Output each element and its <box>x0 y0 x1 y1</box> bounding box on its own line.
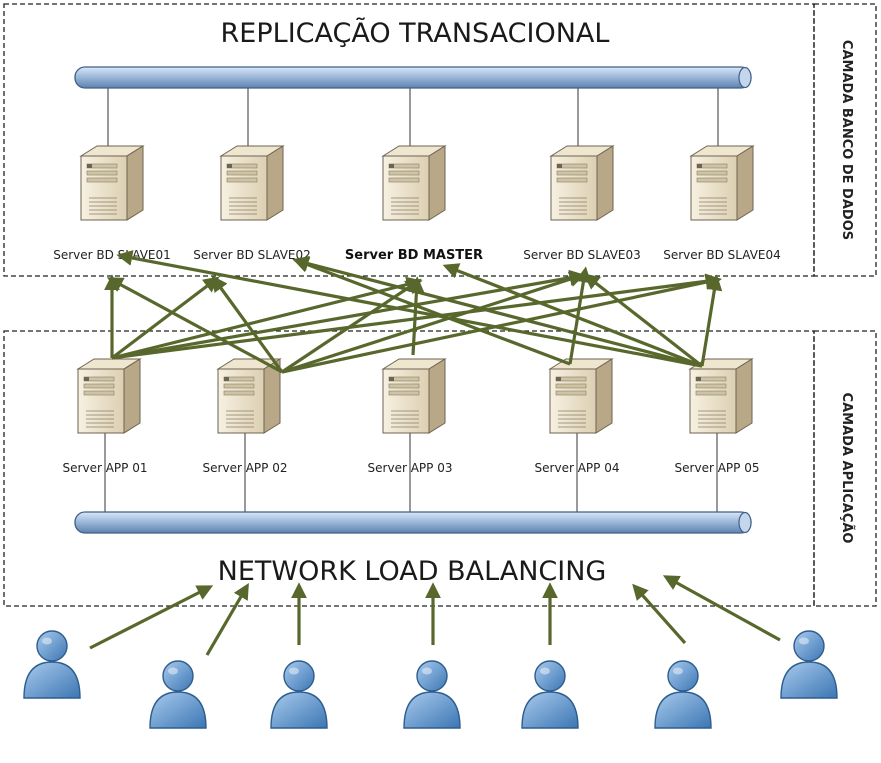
arrow-app05-to-slave01 <box>116 250 703 368</box>
db-layer-side-zone <box>813 3 877 277</box>
app-network-bus <box>74 511 752 534</box>
app-server-app02-label: Server APP 02 <box>203 461 288 475</box>
app-server-app04-icon <box>548 358 614 434</box>
user-request-arrow <box>662 575 781 642</box>
db-network-bus <box>74 66 752 89</box>
app-bus-connectors <box>104 419 718 512</box>
app-server-app03-icon <box>381 358 447 434</box>
arrow-app05-to-slave03 <box>583 273 703 368</box>
app-server-app01-label: Server APP 01 <box>63 461 148 475</box>
user-request-arrow <box>205 583 249 656</box>
user-icon <box>149 660 207 729</box>
arrow-app05-to-slave04 <box>700 274 723 367</box>
app-server-app04-label: Server APP 04 <box>535 461 620 475</box>
arrow-app05-to-slave02 <box>292 255 703 368</box>
db-server-slave02-icon <box>219 145 285 221</box>
app-server-app03-label: Server APP 03 <box>368 461 453 475</box>
db-server-slave04-label: Server BD SLAVE04 <box>663 248 781 262</box>
db-server-slave03-icon <box>549 145 615 221</box>
app-layer-title: NETWORK LOAD BALANCING <box>218 556 607 587</box>
arrow-app02-to-slave03 <box>281 271 586 374</box>
app-server-app02-icon <box>216 358 282 434</box>
arrow-app01-to-slave02 <box>111 276 220 360</box>
user-request-arrow <box>632 583 687 645</box>
arrow-app01-to-master <box>111 276 423 360</box>
db-layer-title: REPLICAÇÃO TRANSACIONAL <box>221 17 610 49</box>
db-server-slave01-label: Server BD SLAVE01 <box>53 248 171 262</box>
app-layer-side-label: CAMADA APLICAÇÃO <box>839 393 855 544</box>
user-icon <box>403 660 461 729</box>
arrow-app02-to-slave01 <box>106 277 283 374</box>
user-icon <box>270 660 328 729</box>
app-servers: Server APP 01 Server APP 02 Server APP 03 S… <box>63 358 760 475</box>
replication-arrows <box>104 250 723 374</box>
arrow-app02-to-slave02 <box>211 275 284 373</box>
db-server-master-icon <box>381 145 447 221</box>
db-layer-side-label: CAMADA BANCO DE DADOS <box>839 40 854 240</box>
user-icon <box>654 660 712 729</box>
user-icon <box>521 660 579 729</box>
app-server-app05-label: Server APP 05 <box>675 461 760 475</box>
db-server-slave03-label: Server BD SLAVE03 <box>523 248 641 262</box>
db-servers: Server BD SLAVE01 Server BD SLAVE02 Server… <box>53 145 781 263</box>
users <box>23 630 838 729</box>
app-layer-side-zone <box>813 330 877 607</box>
user-icon <box>23 630 81 699</box>
arrow-app03-to-master <box>408 276 425 356</box>
app-server-app05-icon <box>688 358 754 434</box>
db-server-slave04-icon <box>689 145 755 221</box>
db-bus-connectors <box>107 88 719 146</box>
user-request-arrows <box>89 575 781 656</box>
arrow-app04-to-slave02 <box>292 257 571 366</box>
user-icon <box>780 630 838 699</box>
db-server-master-label: Server BD MASTER <box>345 248 483 263</box>
app-server-app01-icon <box>76 358 142 434</box>
db-server-slave01-icon <box>79 145 145 221</box>
arrow-app05-to-master <box>442 263 703 368</box>
db-server-slave02-label: Server BD SLAVE02 <box>193 248 311 262</box>
user-request-arrow <box>89 585 214 650</box>
